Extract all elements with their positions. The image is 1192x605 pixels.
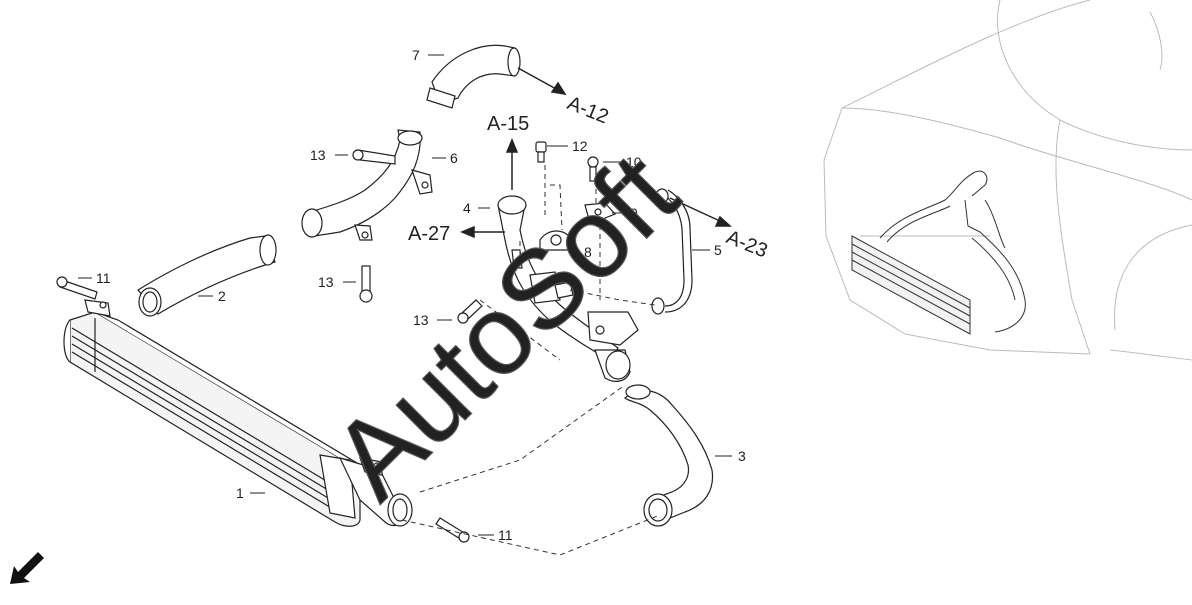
vehicle-intercooler-thumbnail — [851, 170, 1026, 335]
hose-part-5 — [651, 188, 693, 315]
callout-8: 8 — [584, 244, 592, 260]
bracket-part-9 — [584, 202, 617, 221]
callout-1: 1 — [236, 485, 244, 501]
callout-11-left: 11 — [96, 270, 111, 286]
callout-9: 9 — [630, 205, 638, 221]
callout-5: 5 — [714, 242, 722, 258]
part-callouts: 7 13 6 12 10 4 9 8 5 11 13 2 13 3 1 11 — [96, 47, 746, 543]
callout-4: 4 — [463, 200, 471, 216]
reference-a12: A-12 — [564, 92, 611, 128]
hose-part-2 — [137, 234, 277, 317]
bolt-part-10 — [587, 156, 599, 182]
hose-part-3 — [624, 384, 714, 527]
callout-13-lower: 13 — [413, 312, 429, 328]
reference-a15: A-15 — [487, 113, 529, 135]
direction-arrow-icon — [10, 552, 44, 584]
callout-2: 2 — [218, 288, 226, 304]
pipe-part-4 — [497, 195, 639, 382]
callout-12: 12 — [572, 138, 588, 154]
reference-a27: A-27 — [408, 223, 450, 245]
callout-6: 6 — [450, 150, 458, 166]
callout-11-bottom: 11 — [498, 527, 513, 543]
bolt-part-12 — [535, 141, 547, 163]
callout-13-middle: 13 — [318, 274, 334, 290]
reference-arrows — [460, 67, 732, 239]
bolt-part-11-bottom — [435, 517, 470, 543]
bolt-part-13-lower — [457, 299, 483, 324]
bolt-part-11-left — [56, 276, 98, 300]
callout-3: 3 — [738, 448, 746, 464]
reference-a23: A-23 — [723, 226, 770, 262]
intercooler-part-1 — [63, 299, 413, 527]
hose-part-7 — [426, 44, 521, 109]
assembly-lines — [401, 165, 661, 556]
callout-7: 7 — [412, 47, 420, 63]
leader-lines — [78, 54, 732, 536]
callout-13-top: 13 — [310, 147, 326, 163]
vehicle-context-view — [823, 0, 1192, 361]
bolt-part-13-middle — [359, 265, 373, 303]
bracket-part-8 — [539, 230, 573, 251]
callout-10: 10 — [626, 154, 642, 170]
pipe-part-6 — [301, 129, 433, 241]
bolt-part-13-top — [352, 149, 396, 165]
